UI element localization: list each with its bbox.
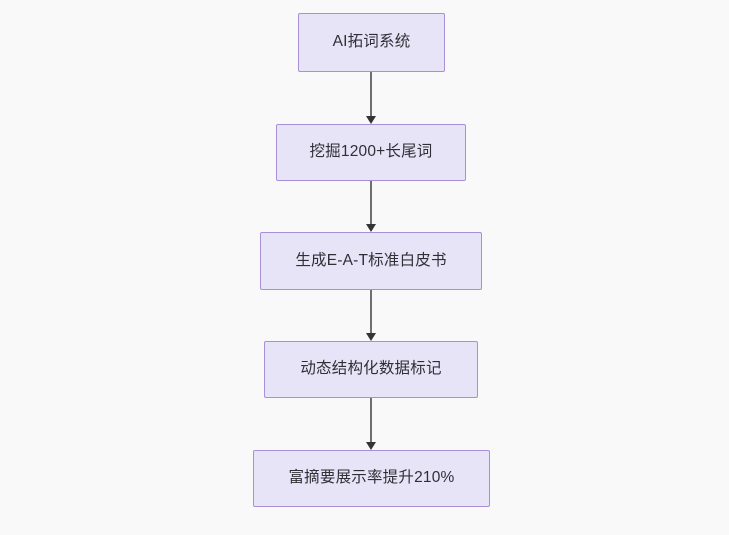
- flow-edge-n1-n2: [363, 72, 379, 124]
- flow-edge-n3-n4: [363, 290, 379, 341]
- flow-node-generate-eat-whitepaper[interactable]: 生成E-A-T标准白皮书: [260, 232, 482, 290]
- edge-line: [370, 72, 372, 117]
- flow-node-label: 富摘要展示率提升210%: [288, 469, 455, 487]
- flow-node-ai-keyword-system[interactable]: AI拓词系统: [298, 13, 445, 72]
- edge-line: [370, 398, 372, 443]
- flow-edge-n2-n3: [363, 181, 379, 232]
- flow-node-label: AI拓词系统: [332, 33, 411, 51]
- arrowhead-icon: [366, 332, 376, 341]
- arrowhead-icon: [366, 441, 376, 450]
- flow-node-label: 生成E-A-T标准白皮书: [295, 251, 447, 269]
- arrowhead-icon: [366, 223, 376, 232]
- flow-node-label: 挖掘1200+长尾词: [309, 143, 433, 161]
- edge-line: [370, 290, 372, 334]
- flow-node-dynamic-structured-data-markup[interactable]: 动态结构化数据标记: [264, 341, 478, 398]
- flow-node-mine-longtail-keywords[interactable]: 挖掘1200+长尾词: [276, 124, 466, 181]
- flow-edge-n4-n5: [363, 398, 379, 450]
- edge-line: [370, 181, 372, 225]
- arrowhead-icon: [366, 115, 376, 124]
- flow-node-label: 动态结构化数据标记: [300, 360, 442, 378]
- flow-node-rich-snippet-rate-increase[interactable]: 富摘要展示率提升210%: [253, 450, 490, 507]
